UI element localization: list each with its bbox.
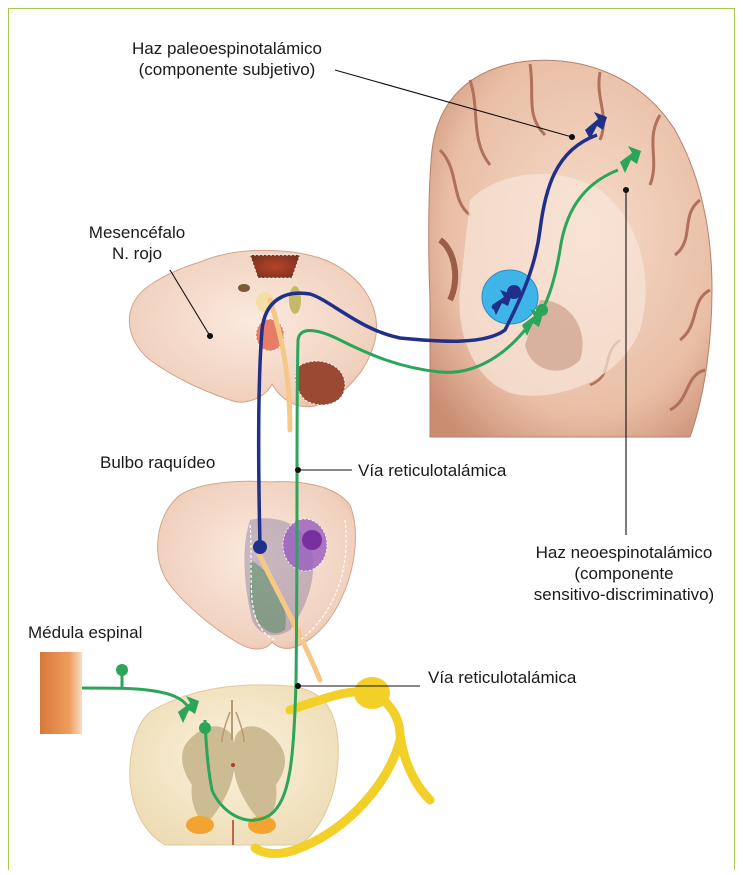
label-n-rojo: N. rojo	[62, 243, 212, 264]
label-neo-line2: (componente	[513, 563, 735, 584]
label-neo-line1: Haz neoespinotalámico	[513, 542, 735, 563]
skin-block	[40, 652, 82, 734]
label-paleo: Haz paleoespinotalámico (componente subj…	[107, 38, 347, 80]
label-paleo-line1: Haz paleoespinotalámico	[107, 38, 347, 59]
label-via-reticulotalamica-upper: Vía reticulotalámica	[358, 460, 506, 481]
label-mesencefalo: Mesencéfalo N. rojo	[62, 222, 212, 264]
label-medula: Médula espinal	[28, 622, 142, 643]
medulla-section	[158, 481, 356, 680]
label-neo-line3: sensitivo-discriminativo)	[513, 584, 735, 605]
label-mesencefalo-line1: Mesencéfalo	[62, 222, 212, 243]
brain-coronal-section	[429, 60, 712, 437]
label-neo: Haz neoespinotalámico (componente sensit…	[513, 542, 735, 605]
label-bulbo: Bulbo raquídeo	[100, 452, 215, 473]
label-paleo-line2: (componente subjetivo)	[107, 59, 347, 80]
label-via-reticulotalamica-lower: Vía reticulotalámica	[428, 667, 576, 688]
